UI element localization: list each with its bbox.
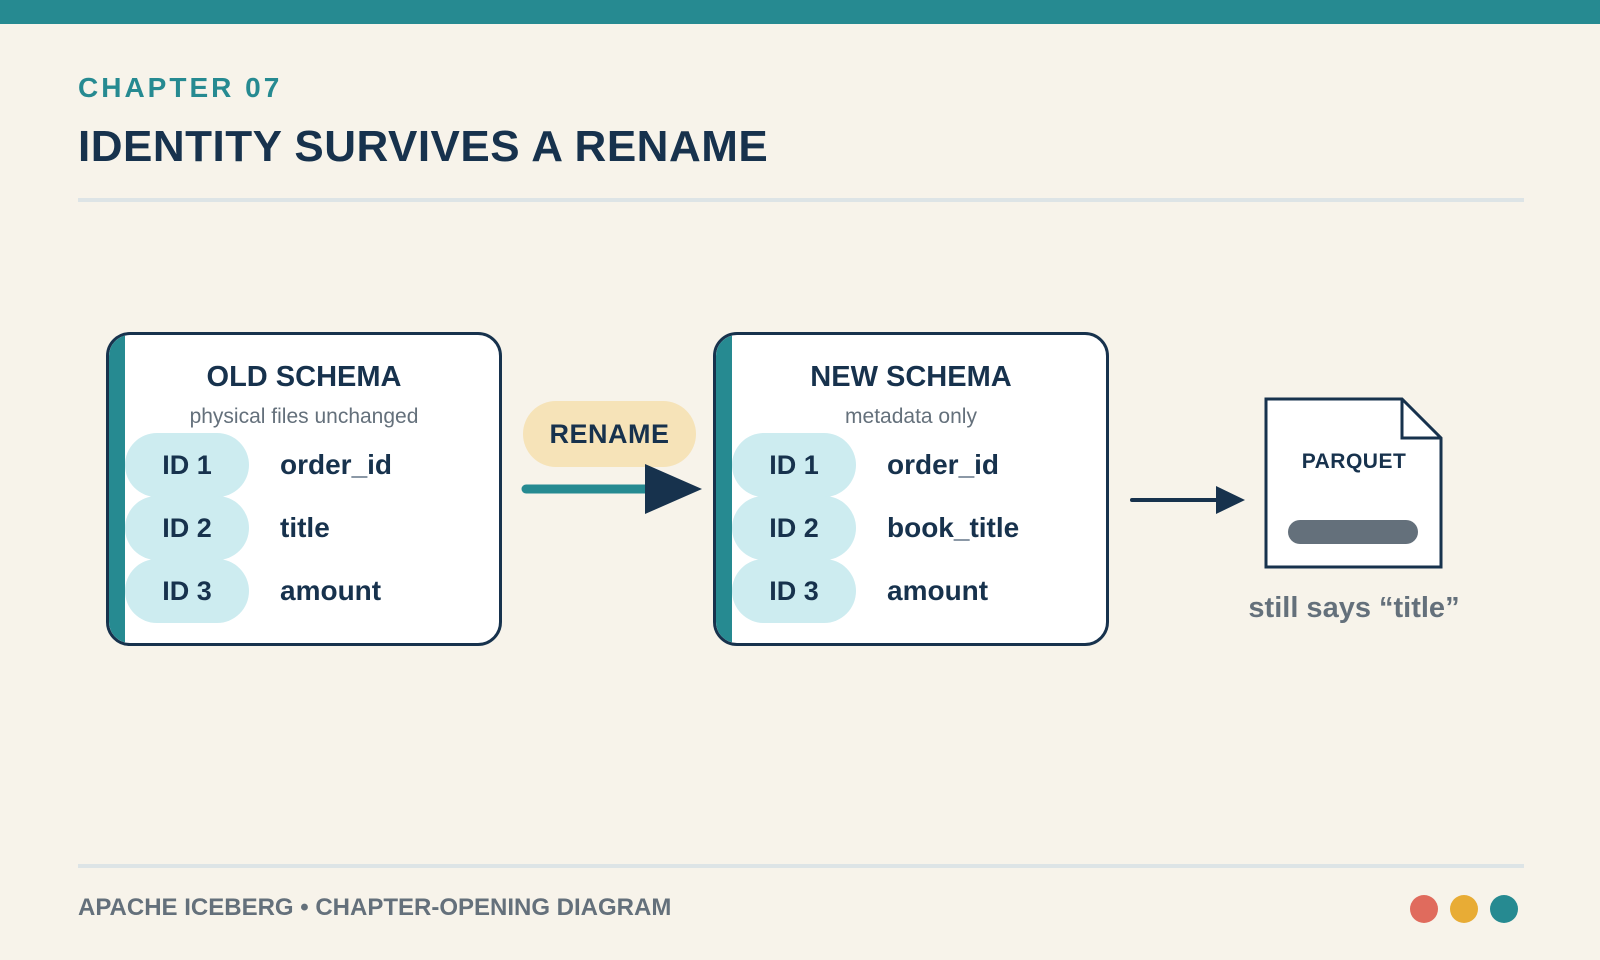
old-schema-field-row-3: ID 3 amount xyxy=(125,559,485,623)
parquet-file-icon xyxy=(1264,397,1443,569)
page-title: IDENTITY SURVIVES A RENAME xyxy=(78,122,769,171)
yellow-dot xyxy=(1450,895,1478,923)
new-schema-accent-bar xyxy=(716,335,732,643)
field-id-pill: ID 3 xyxy=(732,559,856,623)
old-schema-card: OLD SCHEMA physical files unchanged ID 1… xyxy=(106,332,502,646)
old-schema-subtitle: physical files unchanged xyxy=(189,405,419,428)
field-id-pill: ID 1 xyxy=(732,433,856,497)
red-dot xyxy=(1410,895,1438,923)
field-name: amount xyxy=(280,575,382,606)
field-id-pill: ID 2 xyxy=(732,496,856,560)
parquet-caption: still says “title” xyxy=(1248,592,1460,624)
teal-dot xyxy=(1490,895,1518,923)
new-schema-title: NEW SCHEMA xyxy=(810,361,1012,393)
new-schema-field-row-3: ID 3 amount xyxy=(732,559,1092,623)
field-name: book_title xyxy=(887,512,1020,543)
footer-text: APACHE ICEBERG • CHAPTER-OPENING DIAGRAM xyxy=(78,894,672,921)
chapter-label: CHAPTER 07 xyxy=(78,72,283,103)
header-divider xyxy=(78,198,1524,202)
footer-divider xyxy=(78,864,1524,868)
field-id-pill: ID 1 xyxy=(125,433,249,497)
field-name: order_id xyxy=(887,449,1000,480)
new-schema-subtitle: metadata only xyxy=(845,405,977,428)
rename-arrow-icon xyxy=(521,464,702,514)
new-schema-field-row-1: ID 1 order_id xyxy=(732,433,1092,497)
new-schema-field-row-2: ID 2 book_title xyxy=(732,496,1092,560)
old-schema-accent-bar xyxy=(109,335,125,643)
parquet-label: PARQUET xyxy=(1301,450,1407,473)
old-schema-title: OLD SCHEMA xyxy=(206,361,402,393)
field-id-pill: ID 3 xyxy=(125,559,249,623)
rename-label-pill: RENAME xyxy=(523,401,696,467)
field-id-pill: ID 2 xyxy=(125,496,249,560)
parquet-data-bar xyxy=(1288,520,1418,544)
old-schema-field-row-1: ID 1 order_id xyxy=(125,433,485,497)
field-name: order_id xyxy=(280,449,393,480)
top-accent-bar xyxy=(0,0,1600,24)
field-name: title xyxy=(280,512,330,543)
to-parquet-arrow-icon xyxy=(1130,486,1245,514)
old-schema-field-row-2: ID 2 title xyxy=(125,496,485,560)
new-schema-card: NEW SCHEMA metadata only ID 1 order_id I… xyxy=(713,332,1109,646)
field-name: amount xyxy=(887,575,989,606)
